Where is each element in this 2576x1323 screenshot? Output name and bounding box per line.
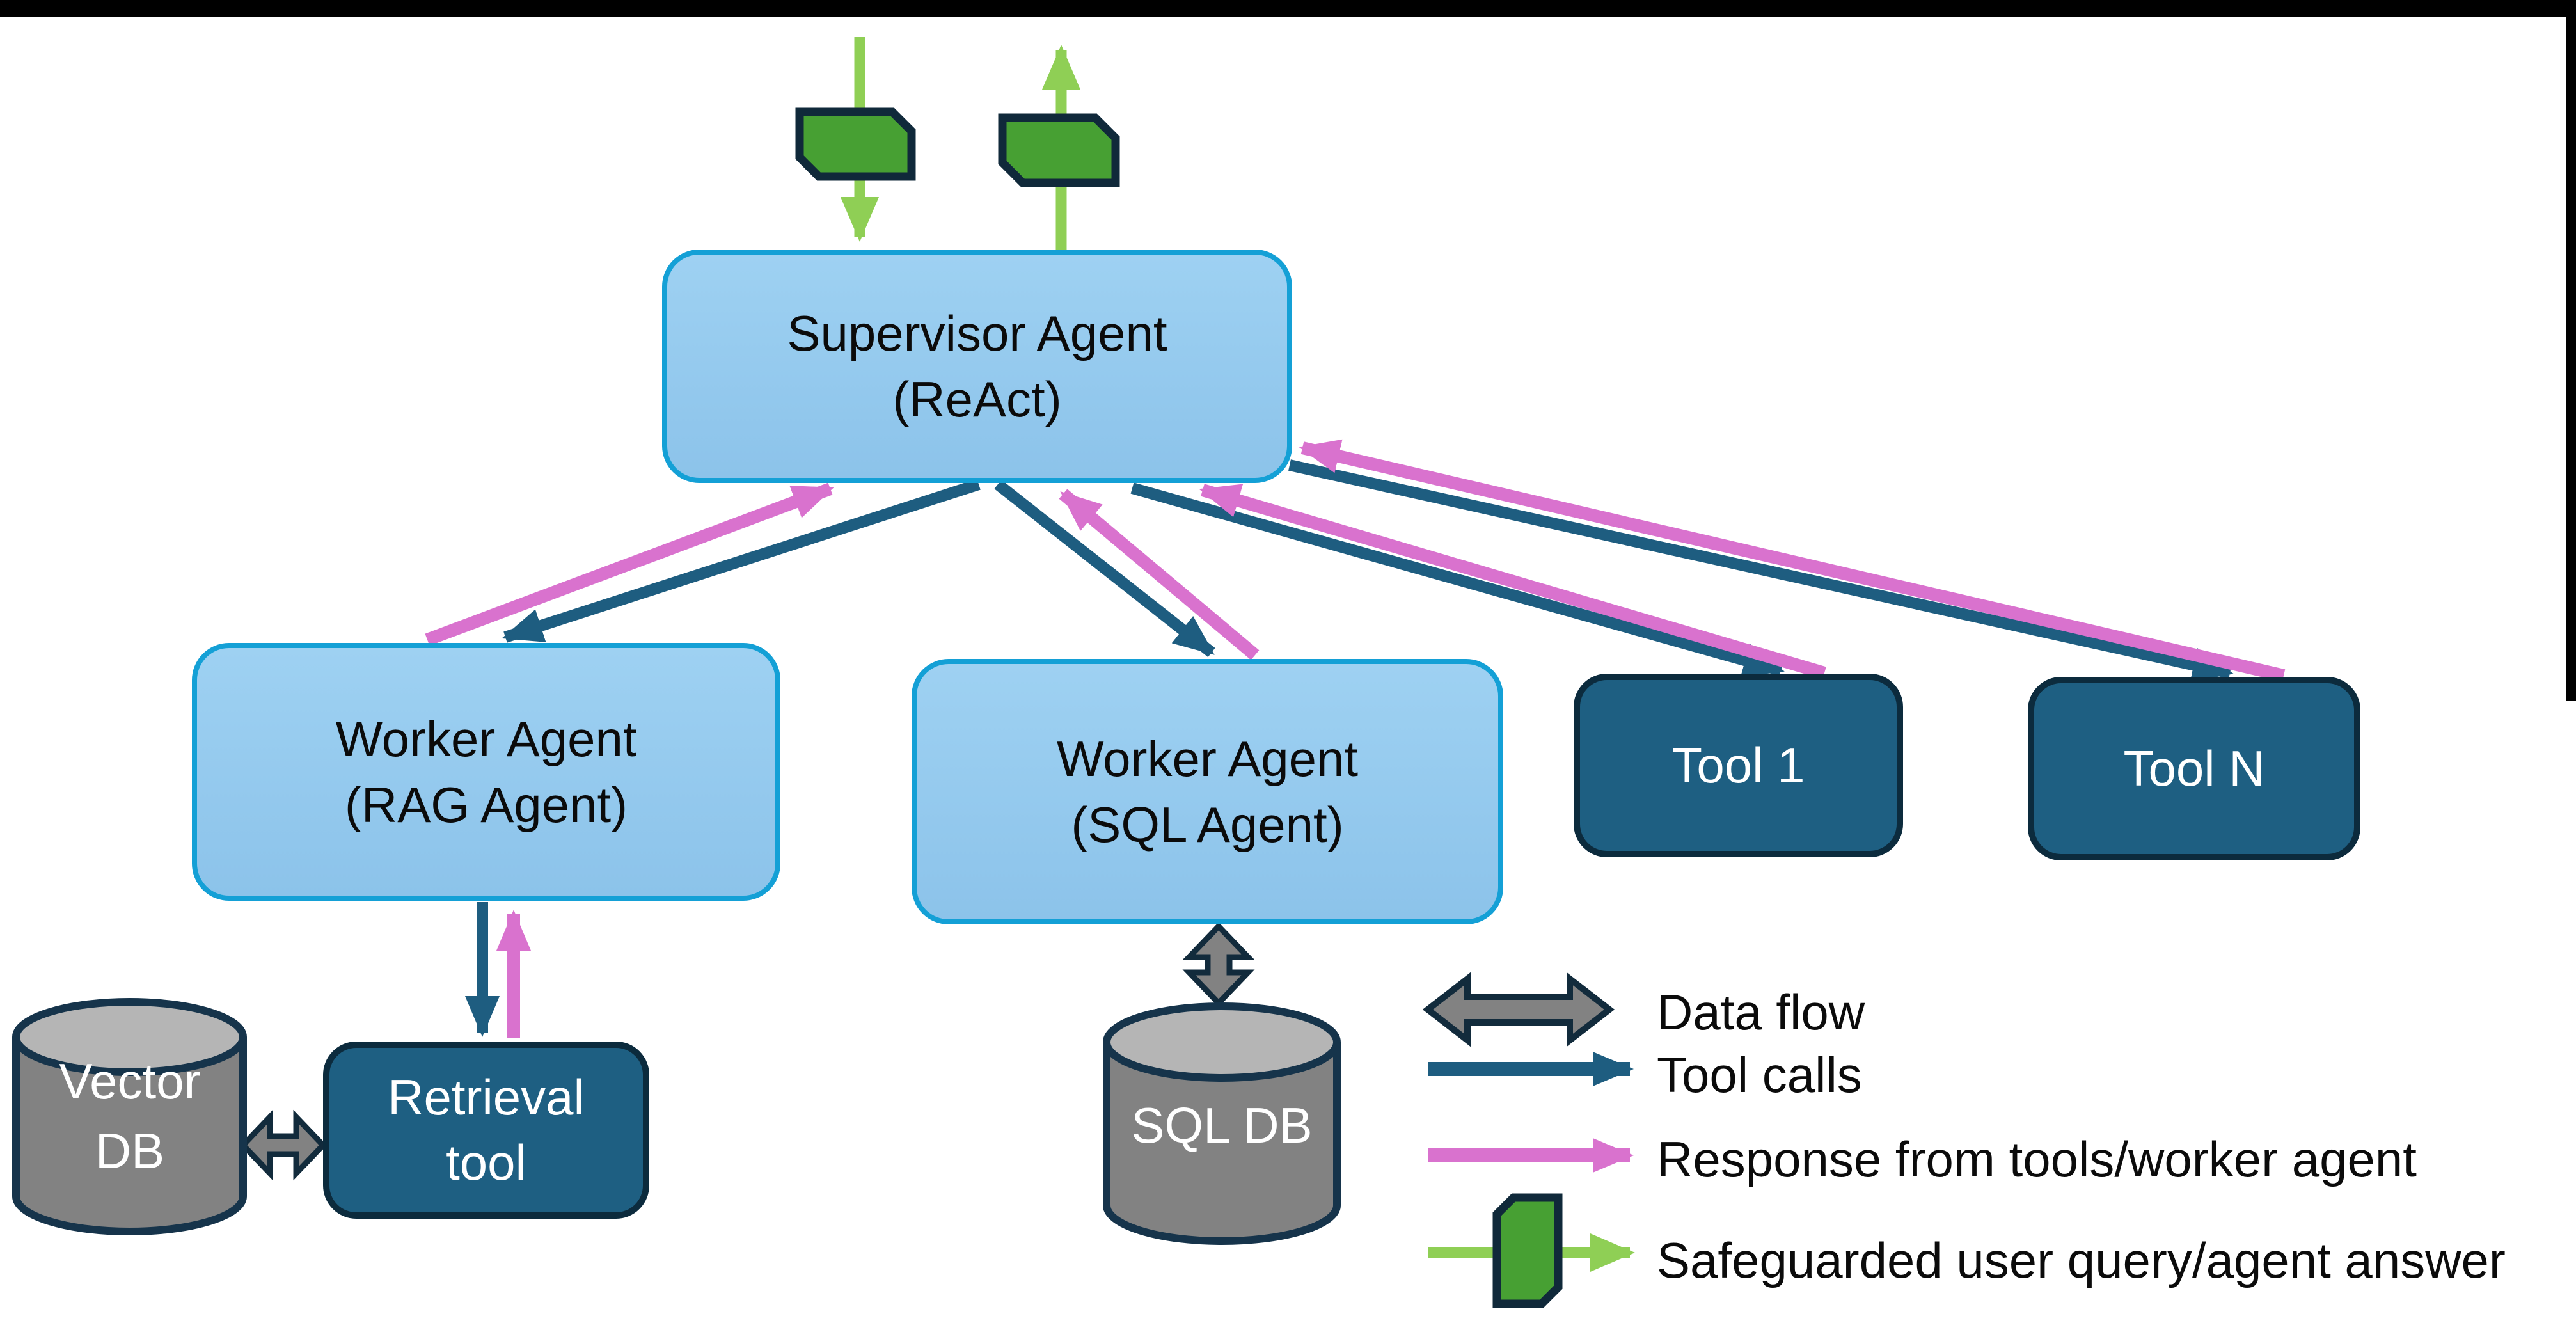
supervisor-agent-label-line2: (ReAct) xyxy=(892,370,1062,427)
tool-call-arrow-supervisor-to-sql xyxy=(994,479,1215,658)
worker-agent-rag-label-line2: (RAG Agent) xyxy=(344,776,628,833)
supervisor-agent-box: Supervisor Agent (ReAct) xyxy=(662,250,1292,483)
sql-db-label-text: SQL DB xyxy=(1131,1097,1313,1154)
supervisor-agent-label-line1: Supervisor Agent xyxy=(787,305,1167,361)
response-arrow-tooln-to-supervisor xyxy=(1299,439,2286,682)
retrieval-tool-label-line2: tool xyxy=(446,1134,526,1191)
right-frame-bar xyxy=(2566,0,2576,701)
tool-1-box: Tool 1 xyxy=(1574,674,1903,857)
worker-agent-sql-label-line2: (SQL Agent) xyxy=(1071,796,1344,853)
worker-agent-sql-label-line1: Worker Agent xyxy=(1056,730,1359,787)
worker-agent-sql-box: Worker Agent (SQL Agent) xyxy=(912,659,1503,924)
response-arrow-rag-to-supervisor xyxy=(425,482,834,646)
top-frame-bar xyxy=(0,0,2576,17)
vector-db-label-line2: DB xyxy=(95,1123,165,1179)
worker-agent-rag-label-line1: Worker Agent xyxy=(335,710,637,767)
worker-agent-rag-box: Worker Agent (RAG Agent) xyxy=(192,643,780,901)
guardrail-badge-input-icon xyxy=(795,107,916,181)
data-flow-arrow-sql-db xyxy=(1182,922,1255,1008)
data-flow-arrow-vector-db xyxy=(239,1109,328,1181)
tool-call-arrow-supervisor-to-rag xyxy=(502,479,981,643)
tool-n-label: Tool N xyxy=(2123,740,2265,796)
legend-label-data-flow: Data flow xyxy=(1657,984,1865,1040)
vector-db-cylinder xyxy=(12,998,247,1235)
vector-db-label-line1: Vector xyxy=(59,1052,201,1109)
retrieval-tool-label-line1: Retrieval xyxy=(388,1069,585,1126)
vector-db-label: Vector DB xyxy=(16,1024,244,1209)
response-arrow-sql-to-supervisor xyxy=(1059,489,1260,660)
legend-label-safeguarded: Safeguarded user query/agent answer xyxy=(1657,1232,2506,1288)
tool-n-box: Tool N xyxy=(2028,677,2360,860)
guardrail-badge-output-icon xyxy=(998,113,1120,187)
legend-gray-double-arrow-icon xyxy=(1422,972,1615,1047)
tool-1-label: Tool 1 xyxy=(1671,736,1805,793)
sql-db-cylinder xyxy=(1103,1002,1341,1245)
legend-green-guarded-arrow-icon xyxy=(1428,1193,1635,1308)
sql-db-label: SQL DB xyxy=(1107,1049,1337,1203)
legend-label-tool-calls: Tool calls xyxy=(1657,1047,1862,1103)
tool-call-arrow-supervisor-to-tool1 xyxy=(1130,482,1785,677)
retrieval-tool-box: Retrieval tool xyxy=(323,1042,649,1219)
legend-label-response: Response from tools/worker agent xyxy=(1657,1131,2417,1187)
tool-call-arrow-supervisor-to-tooln xyxy=(1288,459,2234,682)
response-arrow-tool1-to-supervisor xyxy=(1199,484,1826,679)
